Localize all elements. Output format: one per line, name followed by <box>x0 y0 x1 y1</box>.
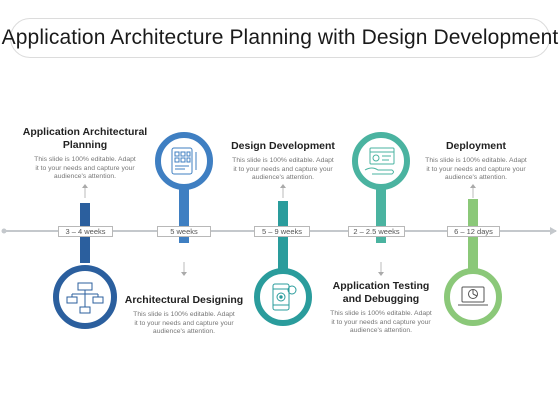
step-5-description: This slide is 100% editable. Adapt it to… <box>425 157 527 182</box>
timeline-arrowhead <box>550 227 557 235</box>
step-2-circle <box>155 132 213 190</box>
step-2-label: Architectural Designing This slide is 10… <box>122 294 246 337</box>
step-2-title: Architectural Designing <box>124 294 244 306</box>
step-3-marker <box>254 184 312 326</box>
step-5-label: Deployment This slide is 100% editable. … <box>416 140 536 183</box>
tablet-layout-icon <box>171 147 197 175</box>
step-3-label: Design Development This slide is 100% ed… <box>221 140 345 183</box>
step-4-circle <box>352 132 410 190</box>
timeline-start-dot <box>1 228 7 234</box>
workflow-chart-icon <box>66 282 104 314</box>
step-4-description: This slide is 100% editable. Adapt it to… <box>330 310 432 335</box>
step-1-marker <box>53 184 117 329</box>
step-3-description: This slide is 100% editable. Adapt it to… <box>232 157 334 182</box>
step-3-connector <box>278 201 288 273</box>
mobile-settings-icon <box>272 283 297 311</box>
step-4-duration: 2 – 2.5 weeks <box>348 226 405 237</box>
step-4-connector <box>376 183 386 243</box>
step-3-circle <box>254 268 312 326</box>
step-1-title: Application Architectural Planning <box>22 126 148 151</box>
page-title: Application Architecture Planning with D… <box>1 26 559 49</box>
step-1-duration: 3 – 4 weeks <box>58 226 113 237</box>
step-4-title: Application Testing and Debugging <box>332 280 430 305</box>
step-2-marker <box>155 132 213 276</box>
step-2-description: This slide is 100% editable. Adapt it to… <box>133 311 235 336</box>
step-2-duration: 5 weeks <box>157 226 211 237</box>
title-banner: Application Architecture Planning with D… <box>2 18 558 58</box>
step-5-circle <box>444 268 502 326</box>
step-3-duration: 5 – 9 weeks <box>254 226 310 237</box>
step-1-label: Application Architectural Planning This … <box>22 126 148 182</box>
step-2-connector <box>179 183 189 243</box>
step-5-title: Deployment <box>445 140 507 152</box>
step-5-marker <box>444 184 502 326</box>
laptop-chart-icon <box>458 286 488 306</box>
step-1-description: This slide is 100% editable. Adapt it to… <box>34 156 136 181</box>
hand-browser-icon <box>364 147 395 175</box>
step-4-label: Application Testing and Debugging This s… <box>321 280 441 336</box>
step-5-duration: 6 – 12 days <box>447 226 500 237</box>
step-4-marker <box>352 132 410 276</box>
step-3-title: Design Development <box>231 140 335 152</box>
